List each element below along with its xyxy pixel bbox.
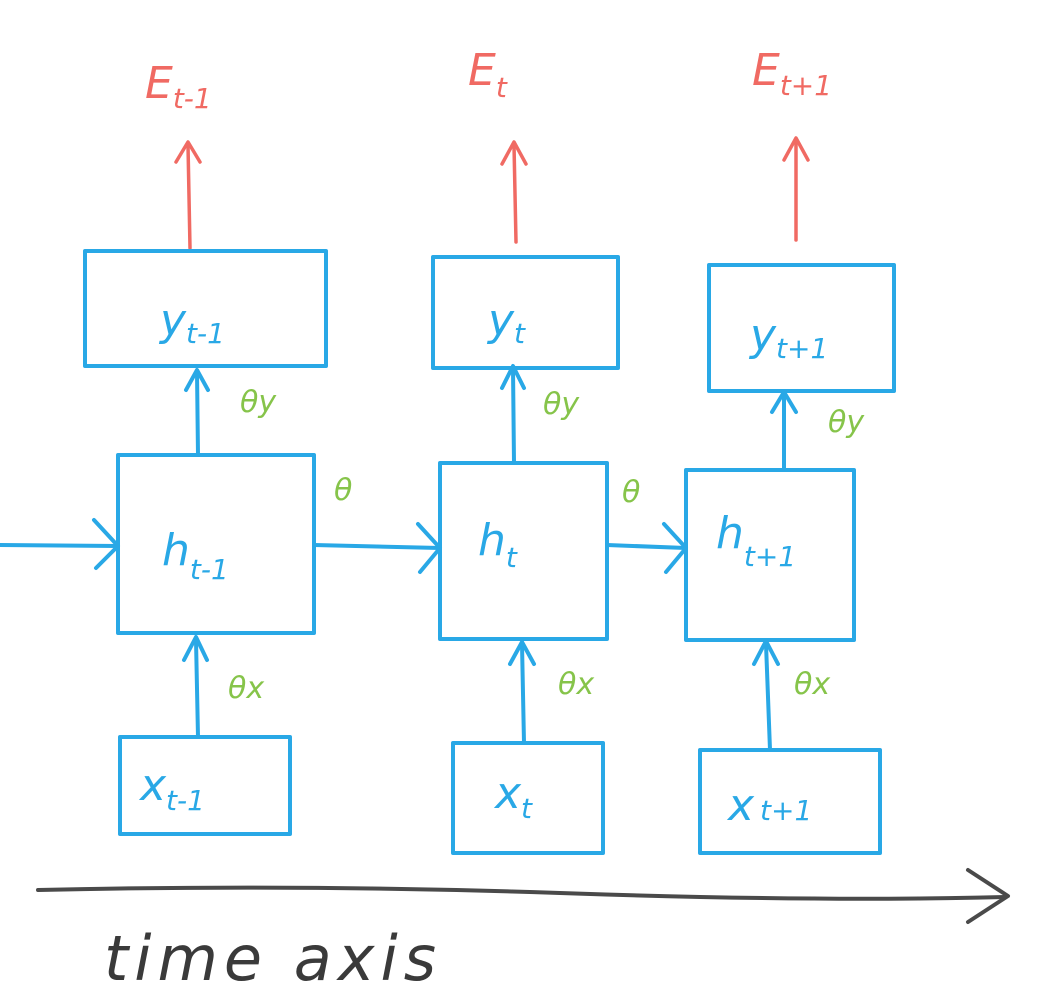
hidden-to-output-arrowhead-t-minus-1 (184, 368, 210, 392)
error-arrowhead-t-plus-1 (782, 136, 810, 162)
hidden-node-t-minus-1 (116, 453, 316, 635)
incoming-recurrent-arrow (0, 543, 120, 548)
input-to-hidden-arrow-t-minus-1 (194, 638, 200, 739)
output-node-t-plus-1 (707, 263, 896, 393)
output-label-t: yt (486, 295, 526, 350)
hidden-to-output-arrow-t-minus-1 (195, 370, 200, 457)
timestep-t-minus-1: Et-1 yt-1 θy ht-1 θx xt-1 (83, 58, 328, 836)
theta-y-label-t-plus-1: θy (828, 405, 865, 440)
input-node-t-plus-1 (698, 748, 882, 855)
error-arrow-t (512, 143, 518, 244)
output-label-t-plus-1: yt+1 (748, 310, 828, 365)
hidden-label-t-plus-1: ht+1 (716, 508, 796, 573)
output-node-t (431, 255, 620, 370)
error-arrow-t-minus-1 (186, 143, 192, 250)
timestep-t: Et yt θy ht θx xt (431, 45, 620, 855)
theta-y-label-t: θy (543, 387, 580, 422)
output-label-t-minus-1: yt-1 (158, 295, 225, 350)
hidden-node-t-plus-1 (684, 468, 856, 642)
hidden-to-output-arrow-t (511, 366, 516, 465)
input-label-t-minus-1: xt-1 (138, 760, 205, 817)
time-axis-arrowhead (966, 868, 1010, 924)
error-label-t-minus-1: Et-1 (145, 58, 212, 115)
theta-x-label-t: θx (558, 667, 594, 702)
input-node-t-minus-1 (118, 735, 292, 836)
time-axis-arrow (36, 885, 1007, 901)
recurrent-arrow-t-to-t-plus-1 (605, 543, 688, 550)
incoming-recurrent-arrowhead (92, 518, 120, 570)
input-label-t: xt (493, 768, 533, 825)
theta-label-t-minus-1-to-t: θ (334, 473, 352, 508)
input-to-hidden-arrowhead-t-plus-1 (752, 639, 780, 666)
error-label-t: Et (468, 45, 508, 104)
input-to-hidden-arrow-t-plus-1 (764, 642, 772, 752)
hidden-node-t (438, 461, 609, 641)
hidden-to-output-arrowhead-t-plus-1 (770, 390, 798, 414)
error-arrowhead-t-minus-1 (174, 140, 202, 164)
theta-x-label-t-plus-1: θx (794, 667, 830, 702)
theta-x-label-t-minus-1: θx (228, 671, 264, 706)
output-node-t-minus-1 (83, 249, 328, 368)
time-axis-label: time axis (104, 922, 442, 995)
theta-y-label-t-minus-1: θy (240, 385, 277, 420)
input-to-hidden-arrow-t (520, 642, 526, 745)
error-arrowhead-t (500, 140, 528, 166)
hidden-to-output-arrowhead-t (500, 364, 526, 390)
input-to-hidden-arrowhead-t-minus-1 (182, 635, 209, 662)
input-node-t (451, 741, 605, 855)
input-to-hidden-arrowhead-t (508, 640, 536, 666)
recurrent-arrow-t-minus-1-to-t (312, 543, 442, 550)
theta-label-t-to-t-plus-1: θ (622, 475, 640, 510)
hidden-label-t-minus-1: ht-1 (162, 525, 229, 586)
hidden-label-t: ht (478, 515, 518, 574)
error-label-t-plus-1: Et+1 (752, 45, 832, 102)
